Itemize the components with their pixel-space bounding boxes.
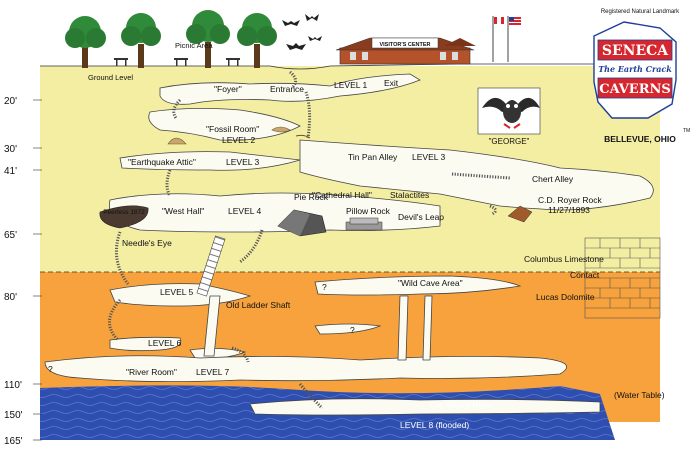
picnic-tables: [114, 58, 240, 66]
trees: [65, 10, 277, 68]
columbus-limestone-label: Columbus Limestone: [524, 254, 604, 264]
ole-mistry-river-label: Ole Mist'ry River: [430, 400, 492, 410]
earthquake-attic-label: "Earthquake Attic": [128, 157, 196, 167]
depth-80: 80': [4, 292, 17, 303]
george-label: "GEORGE": [489, 137, 530, 146]
level3a-label: LEVEL 3: [226, 157, 260, 167]
peerless-rock: [99, 205, 149, 229]
depth-41: 41': [4, 166, 17, 177]
flags: [492, 16, 521, 62]
needles-eye-label: Needle's Eye: [122, 238, 172, 248]
bats: [282, 14, 322, 50]
limestone-bricks: [584, 237, 661, 319]
copyright-credit: ©2002-RCB: [648, 429, 680, 436]
wild-cave-area-label: "Wild Cave Area": [398, 278, 463, 288]
fossil-room-label: "Fossil Room": [206, 124, 259, 134]
depth-165: 165': [4, 436, 23, 447]
level7-label: LEVEL 7: [196, 367, 230, 377]
old-ladder-shaft-label: Old Ladder Shaft: [226, 300, 291, 310]
ground-line: [40, 63, 661, 70]
george-mascot-icon: [477, 87, 541, 135]
logo-location: BELLEVUE, OHIO: [604, 134, 676, 144]
level6-label: LEVEL 6: [148, 338, 182, 348]
peerless-label: Peerless 1872: [103, 209, 145, 216]
depth-150: 150': [4, 410, 23, 421]
tin-pan-alley-label: Tin Pan Alley: [348, 152, 398, 162]
depth-20: 20': [4, 96, 17, 107]
logo-tagline: The Earth Crack: [598, 64, 672, 74]
logo-tm: TM: [683, 128, 690, 134]
level4-label: LEVEL 4: [228, 206, 262, 216]
west-hall-label: "West Hall": [162, 206, 204, 216]
question-mark-3: ?: [48, 364, 53, 374]
question-mark-1: ?: [322, 282, 327, 292]
chert-alley-label: Chert Alley: [532, 174, 574, 184]
level1-label: LEVEL 1: [334, 80, 368, 90]
seneca-caverns-logo: [593, 21, 677, 119]
royer-rock: [507, 205, 533, 223]
depth-65: 65': [4, 230, 17, 241]
level5-label: LEVEL 5: [160, 287, 194, 297]
visitors-center: [335, 37, 476, 65]
exit-label: Exit: [384, 78, 399, 88]
cd-royer-rock-label: C.D. Royer Rock: [538, 195, 603, 205]
contact-label: Contact: [570, 270, 600, 280]
pillow-rock-label: Pillow Rock: [346, 206, 391, 216]
old-ladder-shaft: [196, 235, 226, 297]
depth-30: 30': [4, 144, 17, 155]
pillow-rock: [345, 217, 383, 231]
picnic-area-label: Picnic Area: [175, 41, 213, 50]
entrance-label: Entrance: [270, 84, 304, 94]
foyer-label: "Foyer": [214, 84, 242, 94]
cathedral-hall-label: "Cathedral Hall": [312, 190, 372, 200]
depth-110: 110': [4, 380, 22, 391]
logo-caverns: CAVERNS: [599, 82, 671, 97]
pie-rock: [277, 209, 327, 237]
visitors-center-label: VISITOR'S CENTER: [379, 42, 430, 48]
stalactites-label: Stalactites: [390, 190, 429, 200]
water-table-label: (Water Table): [614, 390, 665, 400]
pie-rock-label: Pie Rock: [294, 192, 329, 202]
level3b-label: LEVEL 3: [412, 152, 446, 162]
devils-leap-label: Devil's Leap: [398, 212, 444, 222]
cd-royer-date-label: 11/27/1893: [548, 205, 590, 215]
fossils: [167, 126, 311, 145]
river-room-label: "River Room": [126, 367, 177, 377]
lucas-dolomite-label: Lucas Dolomite: [536, 292, 595, 302]
level2-label: LEVEL 2: [222, 135, 256, 145]
landmark-note: Registered Natural Landmark: [601, 9, 680, 15]
question-mark-2: ?: [350, 325, 355, 335]
stairways: [108, 70, 511, 410]
level8-label: LEVEL 8 (flooded): [400, 420, 469, 430]
ground-level-label: Ground Level: [88, 73, 133, 82]
logo-seneca: SENECA: [602, 43, 669, 59]
depth-scale: [33, 99, 42, 441]
